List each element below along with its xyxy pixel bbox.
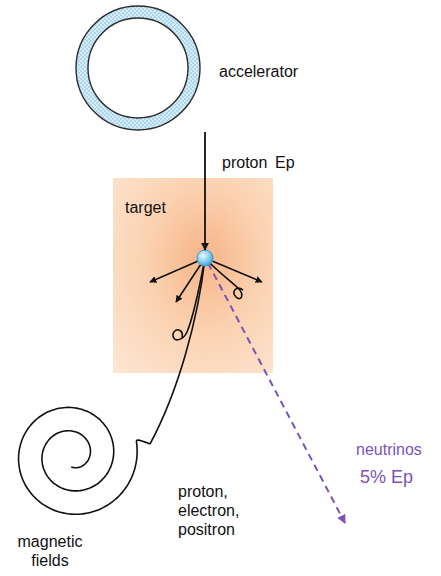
collision-point — [197, 250, 213, 266]
ring-outline — [74, 4, 204, 132]
curled-track — [173, 258, 205, 340]
particle-track — [205, 258, 262, 282]
accelerator-ring — [76, 6, 200, 130]
field-label: magnetic fields — [12, 532, 88, 570]
particle-list: proton, electron, positron — [178, 482, 260, 539]
accelerator-ring: accelerator — [74, 4, 304, 132]
energy-label: Ep — [275, 153, 295, 172]
node-label: target — [125, 198, 166, 217]
energy-fraction: 5% Ep — [360, 466, 413, 488]
node-label: accelerator — [219, 62, 298, 81]
particle-label: neutrinos — [356, 440, 422, 459]
neutrino-arrow — [208, 263, 345, 523]
beam-arrow — [204, 132, 206, 250]
edge-label: proton — [222, 153, 267, 172]
spiral-track — [150, 258, 205, 444]
magnetic-spiral — [19, 407, 150, 514]
